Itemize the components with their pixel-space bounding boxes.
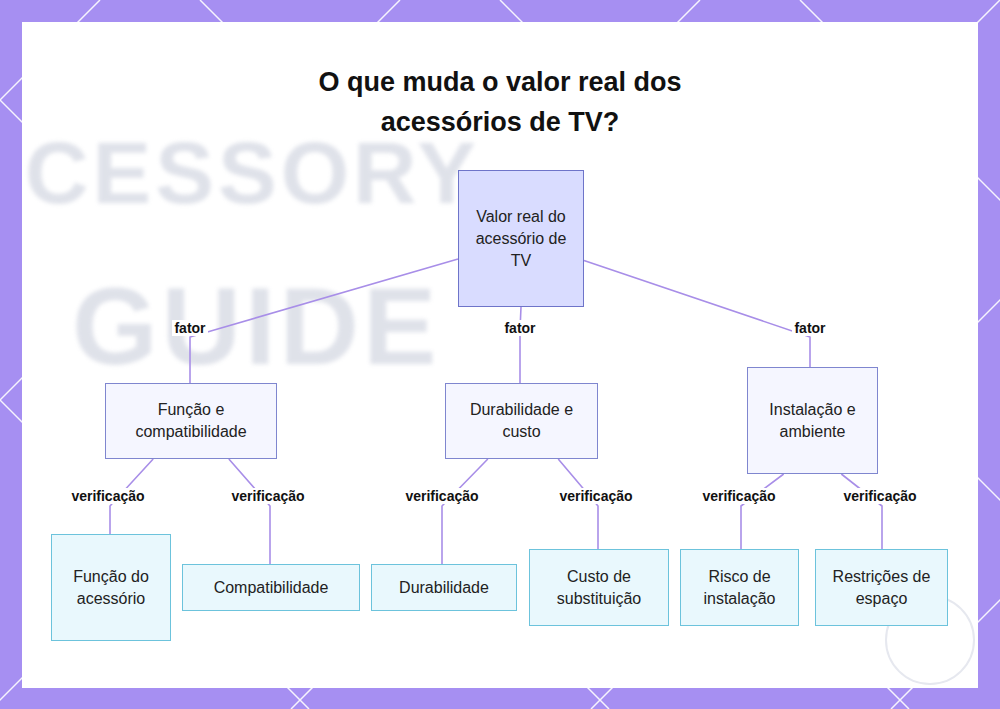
node-text-group: Restrições de espaço (826, 566, 937, 610)
tree-connector (841, 474, 882, 549)
edge-label: verificação (69, 488, 146, 504)
edge-label: fator (502, 320, 537, 336)
node-text-group: Custo de substituição (540, 566, 658, 610)
node-text-group: Instalação e ambiente (758, 399, 867, 443)
tree-connector (442, 459, 488, 564)
root-box: Valor real do acessório de TV (458, 170, 584, 307)
edge-label: verificação (841, 488, 918, 504)
tree-connector (558, 459, 598, 549)
tree-connector (741, 474, 784, 549)
node-text: Custo de substituição (540, 566, 658, 610)
node-text-group: Durabilidade (399, 577, 489, 599)
factor-box: Durabilidade e custo (445, 383, 598, 459)
edge-label: verificação (557, 488, 634, 504)
node-text-group: Risco de instalação (691, 566, 788, 610)
node-text: Durabilidade e custo (456, 399, 587, 443)
node-text: Durabilidade (399, 577, 489, 599)
node-text: Risco de instalação (691, 566, 788, 610)
tree-connector (229, 459, 270, 564)
factor-box: Função e compatibilidade (105, 383, 277, 459)
edge-label: verificação (229, 488, 306, 504)
check-box: Restrições de espaço (815, 549, 948, 626)
factor-box: Instalação e ambiente (747, 367, 878, 474)
check-box: Compatibilidade (182, 564, 360, 611)
edge-label: fator (792, 320, 827, 336)
node-text: Restrições de espaço (826, 566, 937, 610)
node-text: Função e compatibilidade (116, 399, 266, 443)
check-box: Custo de substituição (529, 549, 669, 626)
check-box: Durabilidade (371, 564, 517, 611)
node-text-group: Função e compatibilidade (116, 399, 266, 443)
watermark-text: CESSORY (25, 122, 480, 224)
tree-connector (584, 260, 810, 367)
check-box: Função do acessório (51, 534, 171, 641)
node-text-group: Durabilidade e custo (456, 399, 587, 443)
tree-connector (520, 307, 521, 383)
node-text: Função do acessório (62, 566, 160, 610)
node-text-group: Valor real do acessório de TV (475, 206, 567, 272)
node-text-group: Compatibilidade (214, 577, 329, 599)
tree-connector (190, 259, 458, 383)
edge-label: fator (172, 320, 207, 336)
edge-label: verificação (403, 488, 480, 504)
node-text-group: Função do acessório (62, 566, 160, 610)
node-text: Valor real do acessório de TV (475, 206, 567, 272)
node-text: Compatibilidade (214, 577, 329, 599)
node-text: Instalação e ambiente (758, 399, 867, 443)
diagram-title: O que muda o valor real dos acessórios d… (270, 62, 730, 142)
edge-label: verificação (700, 488, 777, 504)
check-box: Risco de instalação (680, 549, 799, 626)
